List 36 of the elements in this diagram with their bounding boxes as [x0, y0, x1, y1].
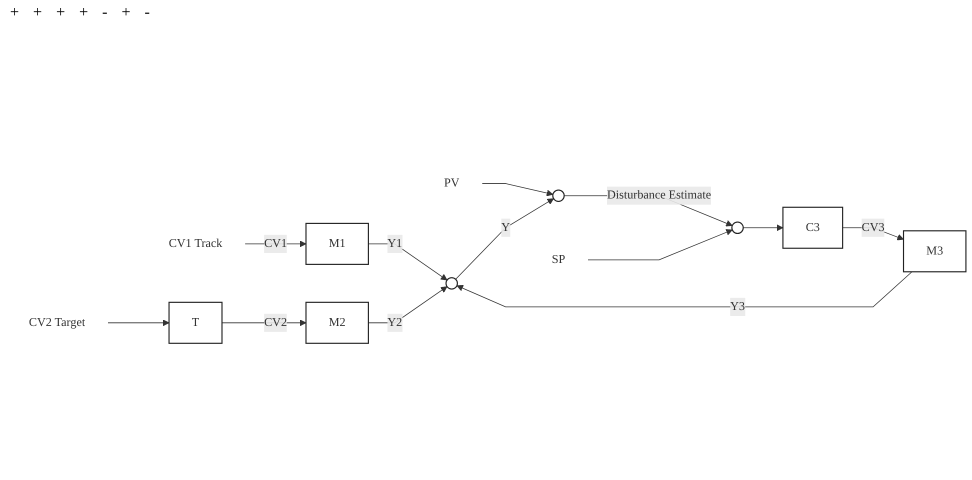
node-box: C3 [782, 206, 844, 249]
edge-label: Y2 [387, 316, 402, 329]
sign-label: - [102, 4, 108, 22]
node-text: CV2 Target [28, 316, 86, 329]
sign-label: + [33, 4, 42, 22]
edge-label: Y1 [387, 236, 402, 250]
sign-label: + [121, 4, 130, 22]
edge-label: Y3 [730, 300, 745, 313]
node-box: M1 [305, 222, 369, 265]
node-circle [731, 221, 744, 234]
arrow [368, 243, 448, 280]
node-box: M2 [305, 302, 369, 344]
node-circle [552, 189, 565, 202]
arrow [456, 271, 912, 308]
edge-label: CV2 [264, 316, 288, 329]
sign-label: + [56, 4, 66, 22]
sign-label: - [144, 4, 150, 22]
sign-label: + [10, 4, 20, 22]
arrow [108, 319, 170, 326]
arrow [455, 198, 554, 280]
arrow [482, 183, 554, 196]
node-text: CV1 Track [168, 236, 222, 250]
edge-label: CV3 [862, 220, 885, 234]
node-circle [445, 276, 458, 290]
edge-label: Disturbance Estimate [606, 188, 712, 202]
arrow [222, 319, 306, 326]
node-box: T [168, 302, 223, 344]
sign-label: + [79, 4, 88, 22]
edge-label: Y [501, 220, 510, 234]
edge-label: CV1 [264, 236, 288, 250]
node-text: SP [552, 252, 566, 266]
arrow [588, 228, 733, 260]
node-box: M3 [902, 230, 966, 272]
arrow [742, 224, 784, 231]
arrow [368, 286, 448, 323]
node-text: PV [444, 176, 460, 190]
